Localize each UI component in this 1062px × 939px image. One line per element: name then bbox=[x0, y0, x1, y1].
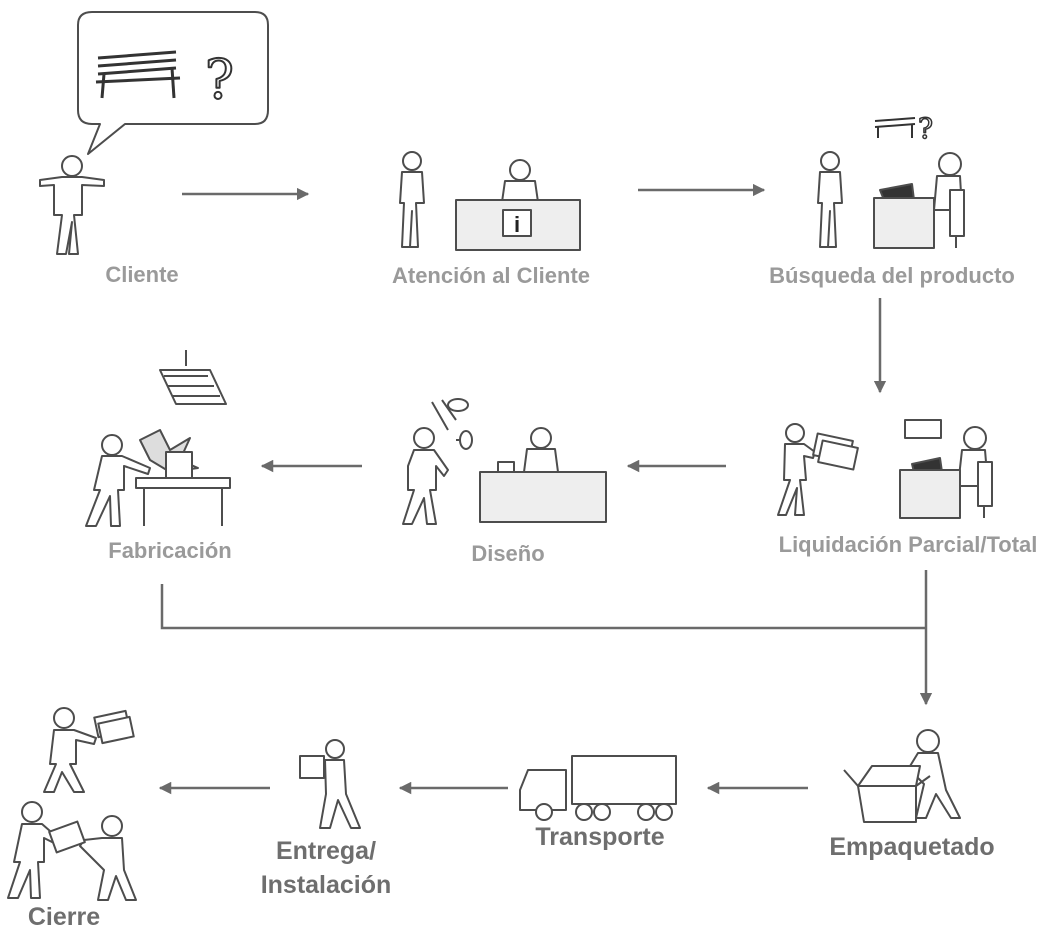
label-atencion: Atención al Cliente bbox=[391, 263, 591, 288]
label-entrega-line1: Entrega/ bbox=[275, 837, 377, 865]
phone-icon bbox=[497, 461, 515, 473]
label-entrega-line2: Instalación bbox=[260, 871, 392, 899]
empaquetado-figure bbox=[843, 729, 961, 823]
truck-cargo bbox=[571, 755, 677, 805]
truck-cab bbox=[519, 769, 567, 811]
office-desk bbox=[873, 197, 935, 249]
contract-icon bbox=[48, 820, 86, 854]
atencion-figure: i bbox=[399, 151, 581, 251]
label-liquidacion: Liquidación Parcial/Total bbox=[778, 532, 1038, 557]
label-cierre: Cierre bbox=[27, 903, 101, 931]
conveyor bbox=[135, 477, 231, 489]
liquidacion-figure bbox=[777, 419, 993, 519]
label-empaquetado: Empaquetado bbox=[829, 833, 995, 861]
info-icon: i bbox=[514, 212, 520, 237]
label-busqueda: Búsqueda del producto bbox=[769, 263, 1015, 288]
label-cliente: Cliente bbox=[105, 262, 179, 287]
bench-icon bbox=[95, 50, 181, 99]
client-person bbox=[39, 176, 105, 255]
connectors bbox=[158, 183, 933, 795]
label-transporte: Transporte bbox=[535, 823, 665, 851]
package-icon bbox=[299, 755, 325, 779]
cierre-figure bbox=[7, 707, 137, 901]
entrega-figure bbox=[299, 739, 361, 829]
label-fabricacion: Fabricación bbox=[108, 538, 232, 563]
fabricacion-figure bbox=[85, 350, 231, 527]
design-desk bbox=[479, 471, 607, 523]
office-desk-2 bbox=[899, 469, 961, 519]
transporte-figure bbox=[519, 755, 677, 821]
box bbox=[843, 765, 931, 823]
busqueda-figure: ? bbox=[817, 111, 965, 249]
label-entrega: Entrega/ Instalación bbox=[261, 834, 392, 902]
label-diseno: Diseño bbox=[471, 541, 545, 566]
diseno-figure bbox=[402, 398, 607, 525]
arrow-fabricacion-merge bbox=[160, 584, 926, 630]
cliente-figure: ? bbox=[39, 11, 269, 255]
question-mark-icon: ? bbox=[205, 48, 234, 111]
svg-text:?: ? bbox=[918, 112, 933, 145]
